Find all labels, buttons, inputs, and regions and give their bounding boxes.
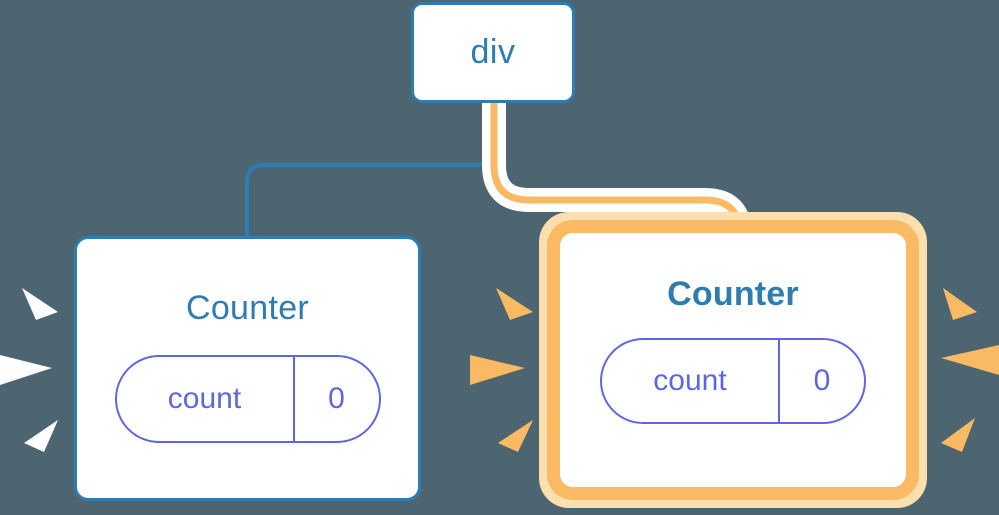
state-value-label: 0: [813, 364, 831, 397]
sparkle-ray-down-icon: [498, 420, 533, 452]
edge-div-to-counter-left: [245, 103, 496, 236]
sparkle-ray-up-icon: [22, 288, 58, 320]
sparkle-ray-mid-icon: [941, 345, 999, 375]
node-counter-right-wrapper[interactable]: Counter count 0: [539, 212, 927, 508]
sparkle-group-right: [941, 288, 999, 452]
state-pill-left: count 0: [114, 355, 381, 443]
state-pill-right: count 0: [600, 338, 866, 424]
node-div-label: div: [470, 33, 516, 71]
node-counter-left-label: Counter: [185, 289, 310, 327]
sparkle-ray-up-icon: [943, 288, 977, 320]
sparkle-ray-up-icon: [496, 288, 533, 320]
node-div[interactable]: div: [411, 2, 575, 103]
node-counter-right-label: Counter: [667, 275, 799, 313]
sparkle-group-middle: [470, 288, 533, 452]
sparkle-ray-down-icon: [941, 418, 975, 452]
sparkle-ray-mid-icon: [0, 355, 52, 385]
state-value-label: 0: [328, 382, 345, 415]
node-counter-left[interactable]: Counter count 0: [74, 236, 421, 501]
sparkle-ray-mid-icon: [470, 355, 525, 385]
node-counter-right[interactable]: Counter count 0: [547, 220, 919, 500]
sparkle-group-left-outer: [0, 288, 58, 452]
state-key-label: count: [117, 357, 295, 441]
sparkle-ray-down-icon: [24, 420, 58, 452]
state-key-label: count: [602, 340, 780, 422]
